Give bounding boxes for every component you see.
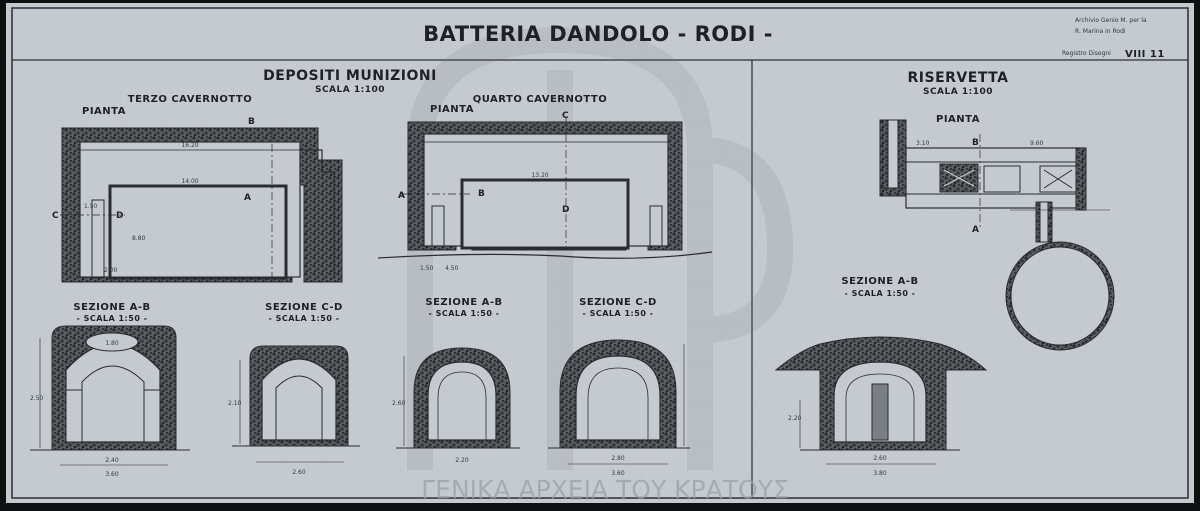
mark-c-2: C [562,111,569,121]
section-quarto-cd [548,339,690,465]
svg-text:9.60: 9.60 [1030,140,1044,147]
svg-text:2.60: 2.60 [292,469,306,476]
mark-b-2: B [478,189,485,199]
svg-text:2.60: 2.60 [873,455,887,462]
plan-quarto-cavernotto [377,118,713,259]
svg-text:2.60: 2.60 [392,400,406,407]
svg-text:2.00: 2.00 [104,267,118,274]
plan-terzo-cavernotto [60,127,343,283]
svg-text:2.80: 2.80 [611,455,625,462]
left-heading: DEPOSITI MUNIZIONI [263,68,437,84]
svg-text:4.50: 4.50 [445,265,459,272]
plan1-pianta: PIANTA [82,106,126,117]
svg-text:15.60: 15.60 [531,123,548,130]
mark-a-r: A [972,225,979,235]
left-scale: SCALA 1:100 [315,85,385,95]
section3-scale: - SCALA 1:50 - [428,309,499,318]
right-section-scale: - SCALA 1:50 - [844,289,915,298]
archive-stamp: Archivio Genio M. per la R. Marina in Ro… [1062,17,1165,60]
mark-a-1: A [244,193,251,203]
right-scale: SCALA 1:100 [923,87,993,97]
mark-d-1: D [116,211,124,221]
section4-scale: - SCALA 1:50 - [582,309,653,318]
archive-watermark: ΓΕΝΙΚΑ ΑΡΧΕΙΑ ΤΟΥ ΚΡΑΤΟΥΣ [421,475,789,504]
outer-frame [11,7,1189,499]
svg-text:16.20: 16.20 [181,142,198,149]
mark-b-1: B [248,117,255,127]
mark-c-1: C [52,211,59,221]
svg-text:Registro Disegni: Registro Disegni [1062,50,1111,57]
section4-name: SEZIONE C-D [579,297,657,308]
svg-text:2.60: 2.60 [292,353,306,360]
svg-text:3.60: 3.60 [611,470,625,477]
svg-text:R. Marina in Rodi: R. Marina in Rodi [1075,28,1126,35]
svg-text:3.80: 3.80 [873,470,887,477]
svg-text:14.00: 14.00 [181,178,198,185]
plan2-name: QUARTO CAVERNOTTO [473,94,608,105]
svg-text:1.50: 1.50 [420,265,434,272]
svg-text:2.20: 2.20 [788,415,802,422]
svg-text:2.10: 2.10 [228,400,242,407]
sheet-title: BATTERIA DANDOLO - RODI - [423,22,773,46]
section3-name: SEZIONE A-B [425,297,502,308]
svg-text:3.60: 3.60 [105,471,119,478]
right-pianta: PIANTA [936,114,980,125]
section-quarto-ab [396,347,520,449]
section-terzo-ab [30,325,190,466]
mark-b-r: B [972,138,979,148]
svg-text:2.40: 2.40 [105,457,119,464]
svg-text:3.10: 3.10 [916,140,930,147]
svg-text:1.50: 1.50 [84,203,98,210]
svg-text:2.20: 2.20 [455,457,469,464]
section-terzo-cd [232,345,360,463]
plan-riservetta [879,119,1115,351]
section1-name: SEZIONE A-B [73,302,150,313]
section-riservetta-ab [774,336,988,465]
svg-text:Archivio Genio M. per la: Archivio Genio M. per la [1075,17,1147,24]
mark-d-2: D [562,205,570,215]
svg-text:8.80: 8.80 [132,235,146,242]
section1-scale: - SCALA 1:50 - [76,314,147,323]
plan1-name: TERZO CAVERNOTTO [128,94,253,105]
svg-text:1.80: 1.80 [105,340,119,347]
section2-scale: - SCALA 1:50 - [268,314,339,323]
right-heading: RISERVETTA [908,70,1009,86]
svg-text:2.50: 2.50 [30,395,44,402]
plan2-pianta: PIANTA [430,104,474,115]
section2-name: SEZIONE C-D [265,302,343,313]
right-section-name: SEZIONE A-B [841,276,918,287]
svg-text:VIII 11: VIII 11 [1125,49,1165,60]
mark-a-2: A [398,191,405,201]
svg-text:13.20: 13.20 [531,172,548,179]
